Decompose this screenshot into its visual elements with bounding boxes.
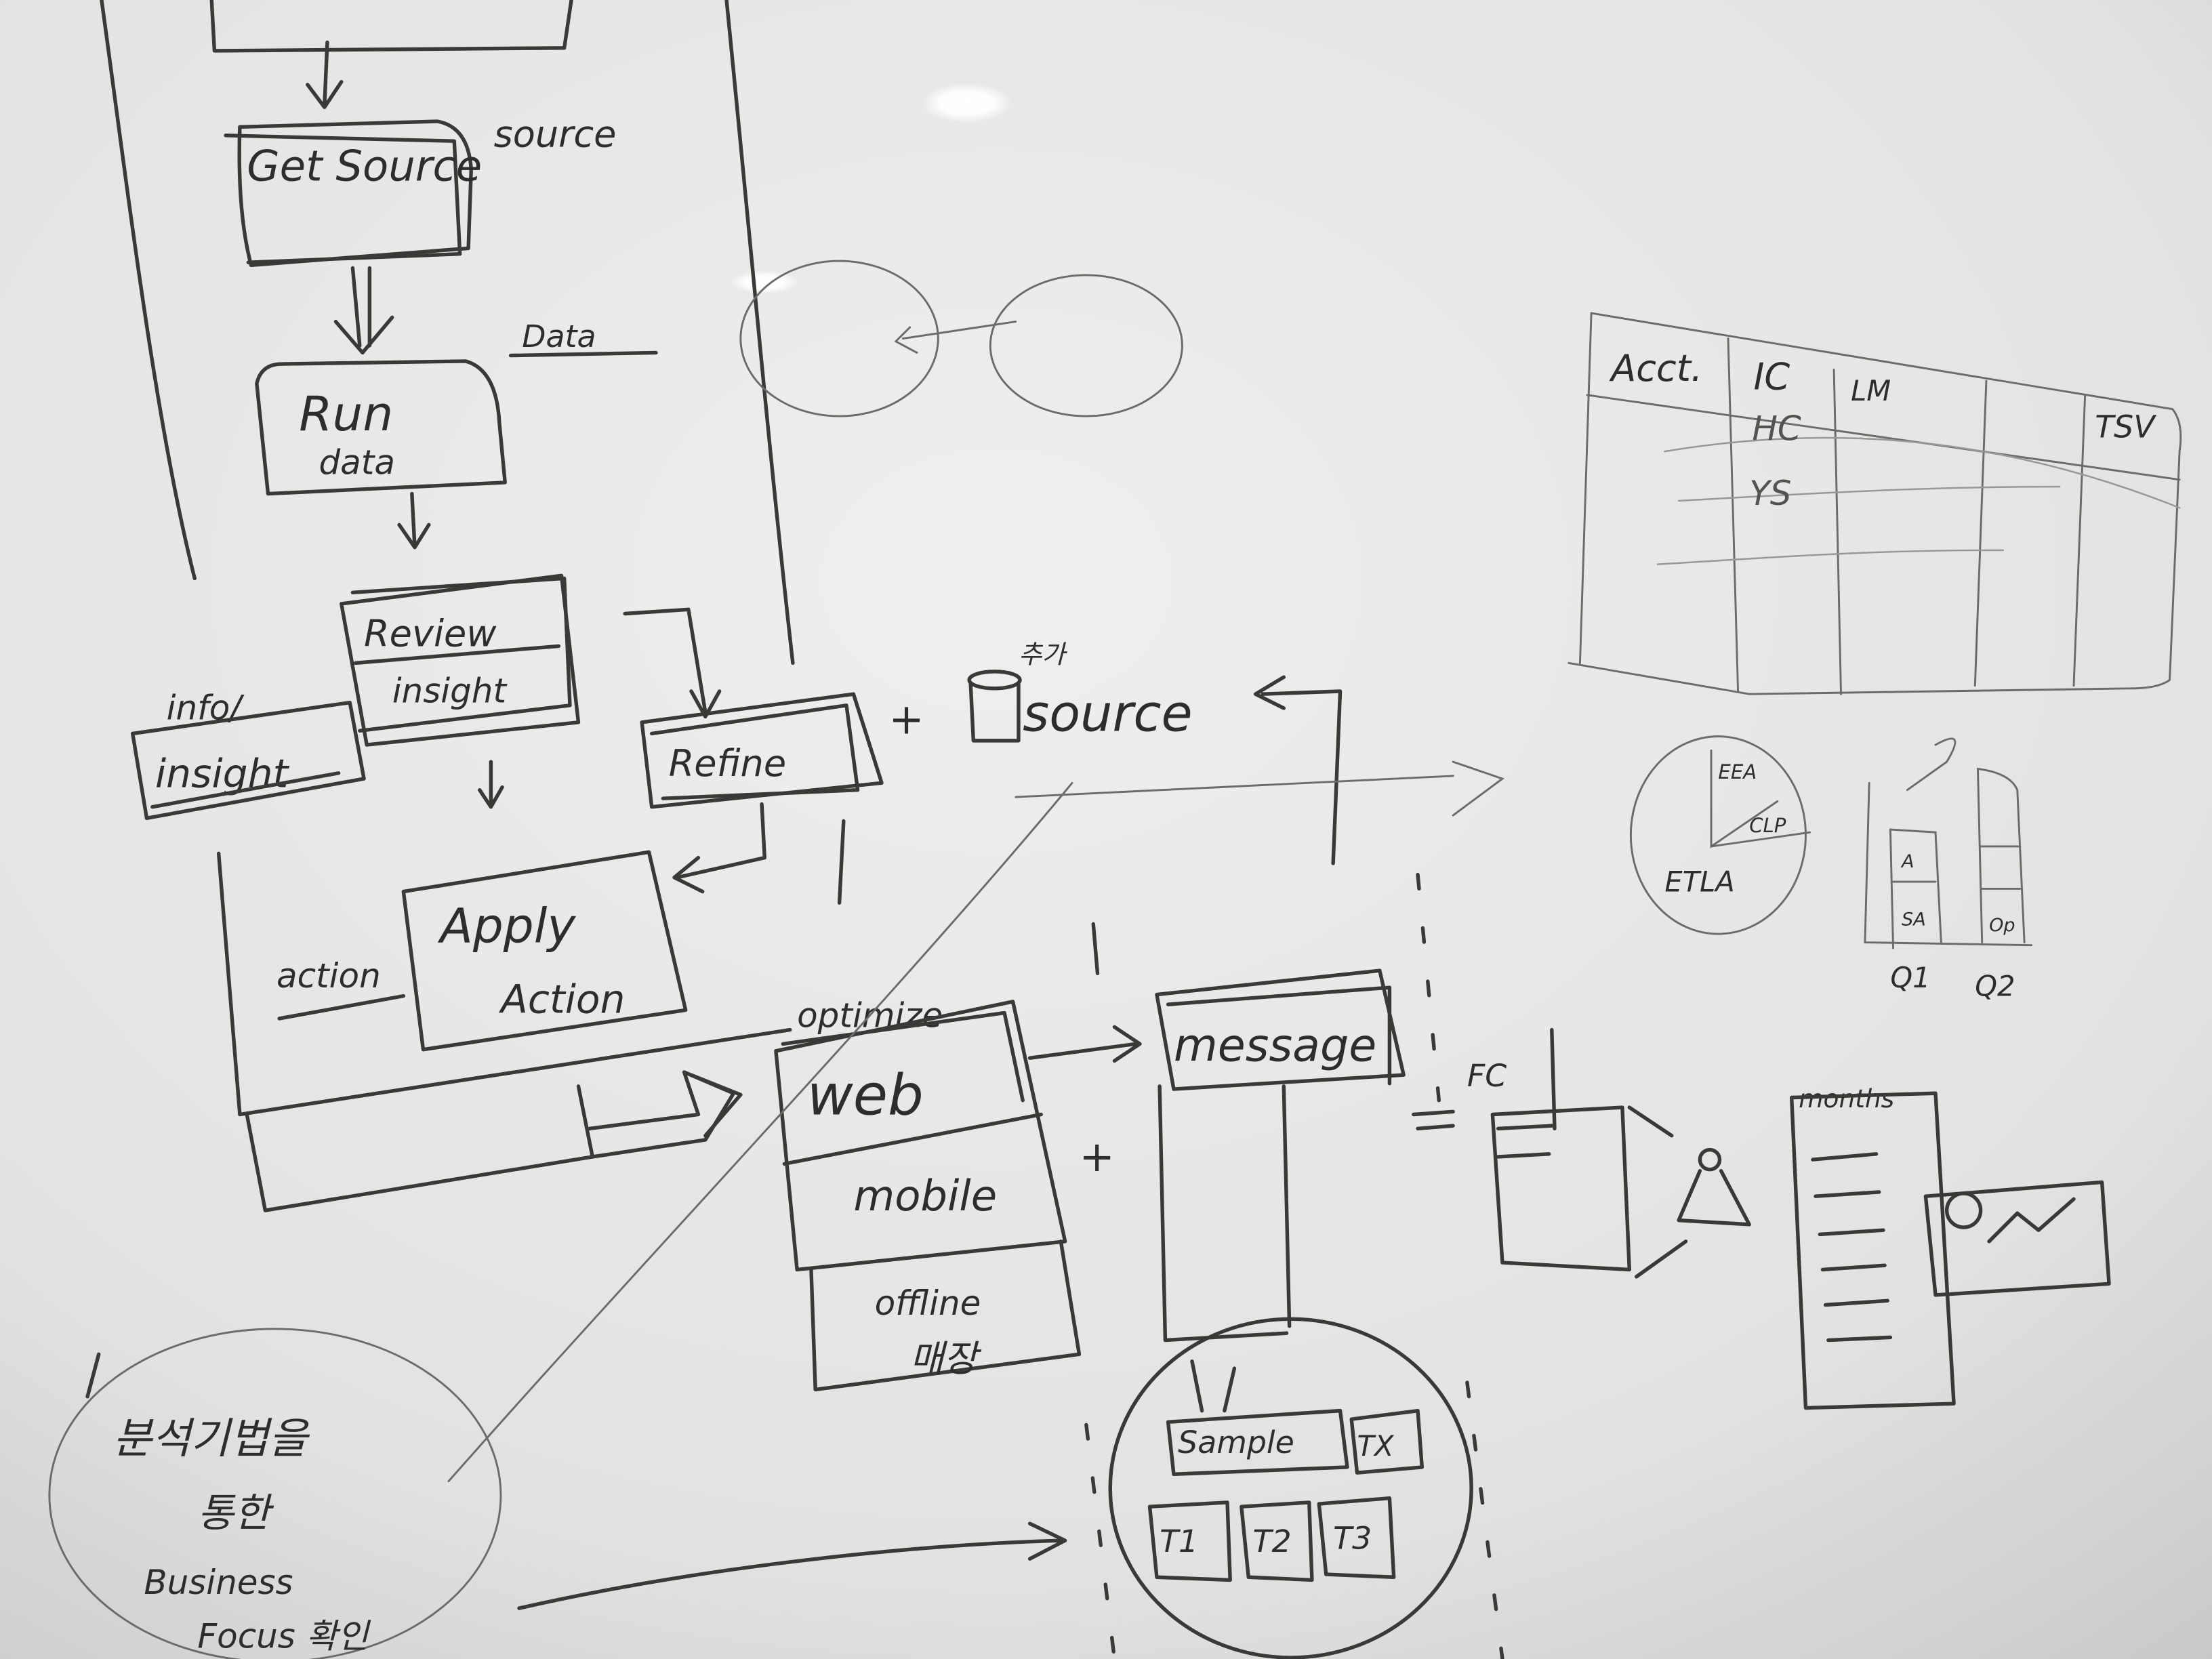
message-box: message <box>1155 968 1406 1091</box>
horizontal-line <box>1015 760 1505 817</box>
dashed-divider <box>1416 872 1504 1659</box>
arrow-down-2 <box>333 266 394 355</box>
get-source-label: Get Source <box>247 141 482 190</box>
apply-action-box: Apply Action action <box>276 850 688 1052</box>
bar-segment-sa: SA <box>1902 909 1926 930</box>
store-label: 매장 <box>910 1337 982 1380</box>
get-source-box: Get Source <box>224 119 482 268</box>
circle-left <box>739 260 939 417</box>
small-chart-doc <box>1923 1180 2111 1297</box>
bar-category-q1: Q1 <box>1890 961 1930 994</box>
sample-circle: Sample TX T1 T2 T3 <box>1108 1317 1473 1659</box>
table-header-ic: IC <box>1753 356 1790 398</box>
bar-sketch: A SA Op Q1 Q2 <box>1864 737 2033 1003</box>
pie-slice-clp: CLP <box>1749 814 1786 837</box>
arrow-down-1 <box>306 40 344 109</box>
review-insight-box: Review insight <box>340 573 581 747</box>
account-table: Acct. IC LM TSV HC YS <box>1568 312 2182 695</box>
analysis-circle: 분석기법을 통한 Business Focus 확인 <box>48 1328 502 1659</box>
outer-flow-bracket <box>216 851 792 1212</box>
data-label: data <box>319 443 394 482</box>
t2-label: T2 <box>1252 1523 1291 1559</box>
table-header-acct: Acct. <box>1609 347 1702 390</box>
circle-arrow <box>894 321 1017 354</box>
short-line <box>837 819 846 905</box>
message-label: message <box>1174 1019 1376 1071</box>
table-cell-hc: HC <box>1752 409 1801 448</box>
web-to-message-arrow <box>1027 1025 1142 1063</box>
dashed-divider-2 <box>1084 1422 1117 1659</box>
months-doc: months <box>1789 1084 1956 1410</box>
fc-doc <box>1490 1027 1631 1272</box>
arrow-down-4 <box>478 760 504 809</box>
t1-label: T1 <box>1160 1523 1198 1559</box>
circle-note-line3: Business <box>144 1563 293 1602</box>
run-label: Run <box>299 386 393 442</box>
source-note: source <box>494 112 617 155</box>
arrow-tip <box>689 1073 743 1138</box>
pie-slice-etla: ETLA <box>1664 865 1734 899</box>
circle-to-sample-arrow <box>517 1521 1067 1610</box>
info-insight-box: info/ insight <box>130 689 366 821</box>
tick-line <box>1091 922 1100 976</box>
table-header-tsv: TSV <box>2095 408 2156 445</box>
refine-to-apply-arrow <box>672 802 766 894</box>
circle-right <box>989 274 1183 417</box>
fc-label: FC <box>1467 1057 1507 1094</box>
to-fc-arrow <box>1412 1109 1455 1131</box>
diagonal-line <box>447 781 1073 1483</box>
return-arrow <box>1253 675 1343 865</box>
apply-action-label: Action <box>498 977 626 1023</box>
pie-sketch: EEA CLP ETLA <box>1629 735 1811 935</box>
sample-label: Sample <box>1178 1424 1294 1460</box>
pie-slice-eea: EEA <box>1718 760 1757 783</box>
run-data-box: Run data <box>255 359 507 496</box>
bar-segment-op: Op <box>1989 915 2015 936</box>
refine-box: Refine <box>640 692 884 809</box>
chuga-label: 추가 <box>1019 639 1067 669</box>
top-box <box>209 0 573 53</box>
review-label: Review <box>364 612 497 655</box>
t3-label: T3 <box>1333 1520 1372 1557</box>
data-underline <box>508 350 658 358</box>
circle-note-line2: 통한 <box>197 1490 274 1536</box>
left-frame-line <box>100 0 197 581</box>
circle-note-line1: 분석기법을 <box>113 1414 310 1463</box>
insight-label: insight <box>155 751 290 797</box>
offline-label: offline <box>875 1284 981 1323</box>
action-label: action <box>276 956 381 996</box>
light-glare-2 <box>731 270 799 293</box>
light-glare <box>921 83 1012 123</box>
review-insight-label: insight <box>392 672 508 711</box>
fc-to-person <box>1627 1105 1688 1279</box>
mobile-label: mobile <box>853 1171 997 1221</box>
circle-note-line4: Focus 확인 <box>197 1616 371 1656</box>
tx-label: TX <box>1357 1429 1395 1462</box>
bar-segment-a: A <box>1900 851 1914 872</box>
message-side-line <box>1158 1084 1292 1343</box>
refine-label: Refine <box>669 742 786 785</box>
source-label: source <box>1023 683 1192 743</box>
web-mobile-box: web mobile <box>774 1000 1067 1272</box>
arrow-down-3 <box>397 491 431 550</box>
offline-box: offline 매장 <box>809 1240 1082 1392</box>
web-label: web <box>807 1062 924 1128</box>
person-icon <box>1677 1147 1751 1227</box>
table-header-lm: LM <box>1851 374 1891 407</box>
data-note: Data <box>522 318 596 354</box>
apply-label: Apply <box>437 898 576 954</box>
right-frame-line <box>724 0 795 665</box>
source-db: 추가 source <box>967 639 1193 743</box>
bar-category-q2: Q2 <box>1975 970 2015 1003</box>
table-cell-ys: YS <box>1749 474 1791 513</box>
plus-sign-2: + <box>1079 1132 1114 1181</box>
arrow-to-refine <box>623 607 722 719</box>
plus-sign-1: + <box>888 694 924 743</box>
